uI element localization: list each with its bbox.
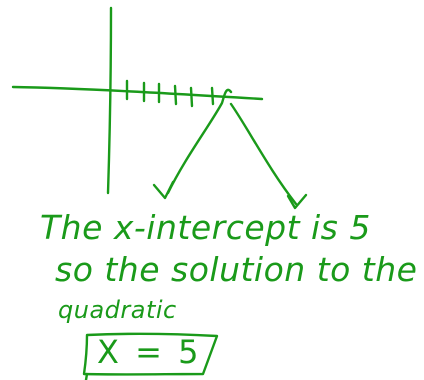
answer-box <box>82 332 219 376</box>
sentence-line-3: quadratic <box>58 296 177 324</box>
x-tick-6 <box>210 86 215 106</box>
y-axis <box>106 6 113 195</box>
x-axis <box>11 85 264 101</box>
x-tick-4 <box>173 84 178 106</box>
sentence-line-2: so the solution to the <box>55 250 418 289</box>
arrowhead-right <box>286 193 308 210</box>
answer-text: X = 5 <box>97 333 202 371</box>
answer-box-tail <box>84 372 89 380</box>
sentence-line-1: The x-intercept is 5 <box>40 208 371 247</box>
parabola-curve <box>229 102 298 206</box>
x-axis-ticks <box>125 79 215 108</box>
x-tick-5 <box>189 86 194 108</box>
parabola-curve-left <box>166 88 233 195</box>
arrowhead-left <box>152 180 175 200</box>
